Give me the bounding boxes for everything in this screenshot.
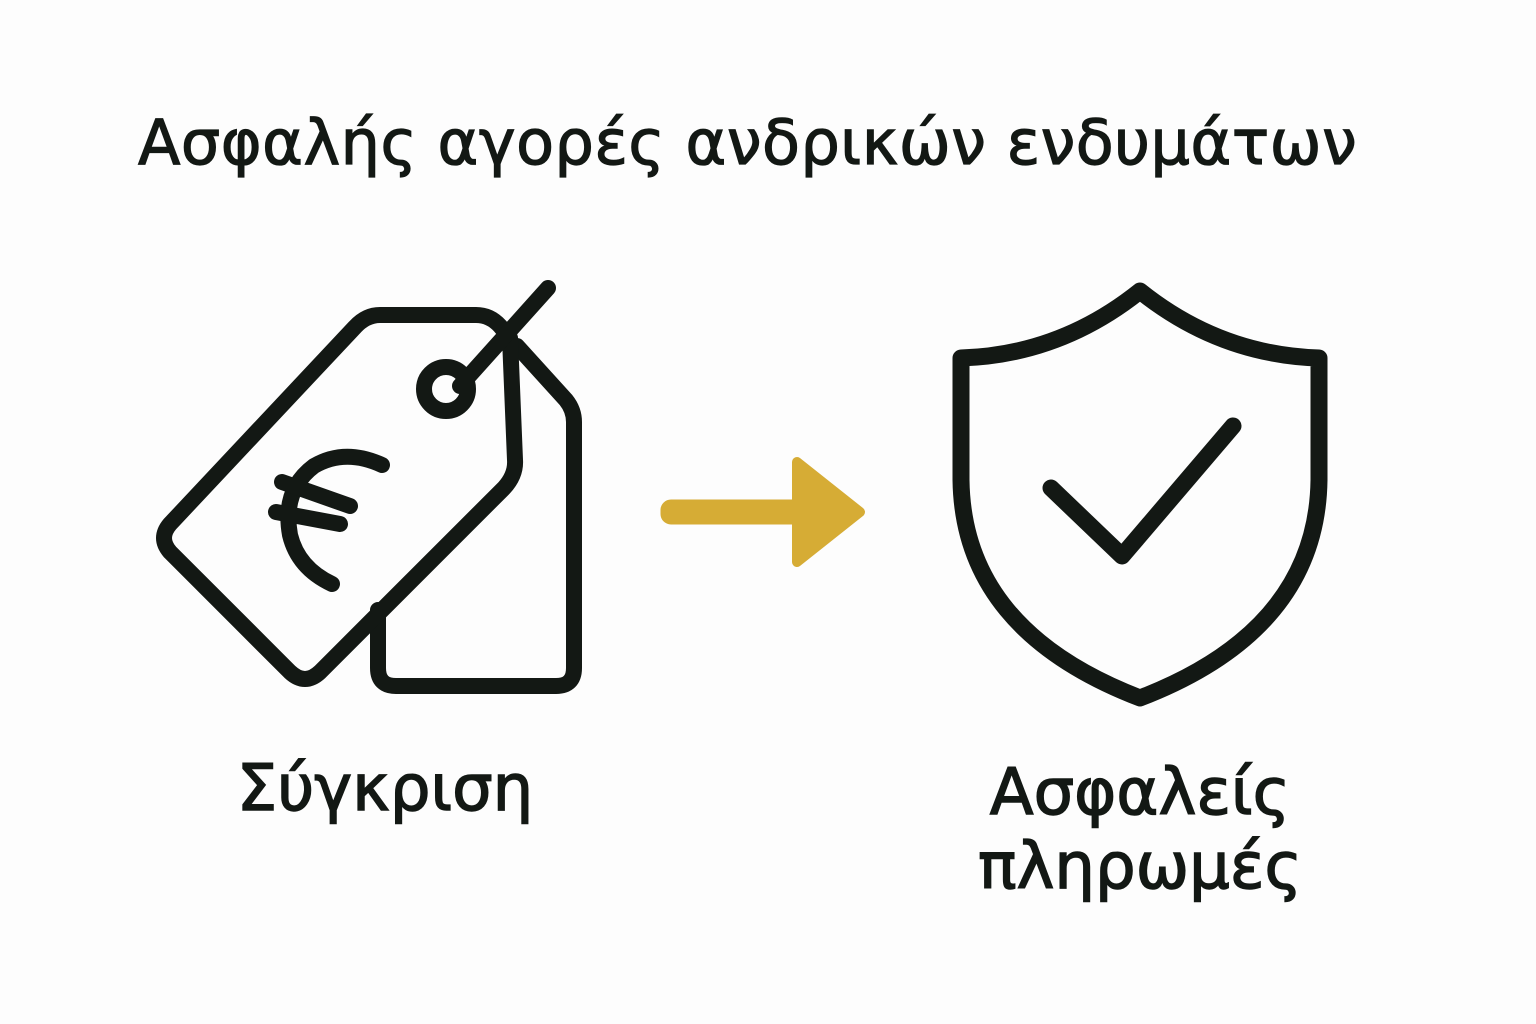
- step-label-line2: πληρωμές: [977, 829, 1303, 904]
- price-tag-euro-icon: [150, 270, 590, 700]
- page-title: Ασφαλής αγορές ανδρικών ενδυμάτων: [137, 105, 1358, 179]
- shield-check-icon: [940, 270, 1340, 720]
- step-label-secure-payments: Ασφαλείς πληρωμές: [930, 755, 1350, 904]
- step-label-comparison: Σύγκριση: [236, 751, 534, 826]
- step-label-line1: Ασφαλείς: [989, 755, 1291, 830]
- arrow-right-icon: [640, 440, 880, 580]
